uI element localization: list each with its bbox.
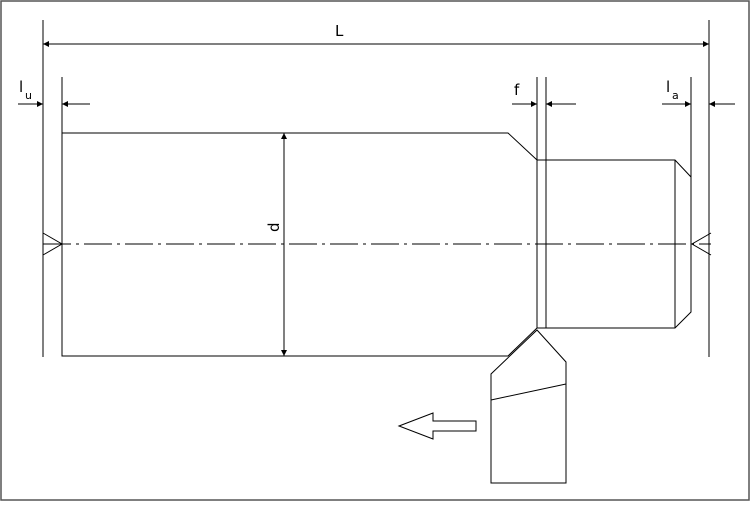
label-L: L <box>335 22 344 40</box>
label-la: l <box>666 78 670 96</box>
label-lu-subscript: u <box>25 89 32 102</box>
cutting-tool-edge <box>490 383 567 401</box>
cutting-tool <box>490 329 567 484</box>
right-center-mark <box>691 232 712 256</box>
label-f: f <box>514 81 520 99</box>
label-la-subscript: a <box>672 89 679 102</box>
feed-direction-arrow <box>397 412 477 440</box>
label-d: d <box>265 222 283 232</box>
workpiece-body <box>61 132 692 357</box>
left-center-mark <box>42 232 63 256</box>
label-lu: l <box>19 78 23 96</box>
